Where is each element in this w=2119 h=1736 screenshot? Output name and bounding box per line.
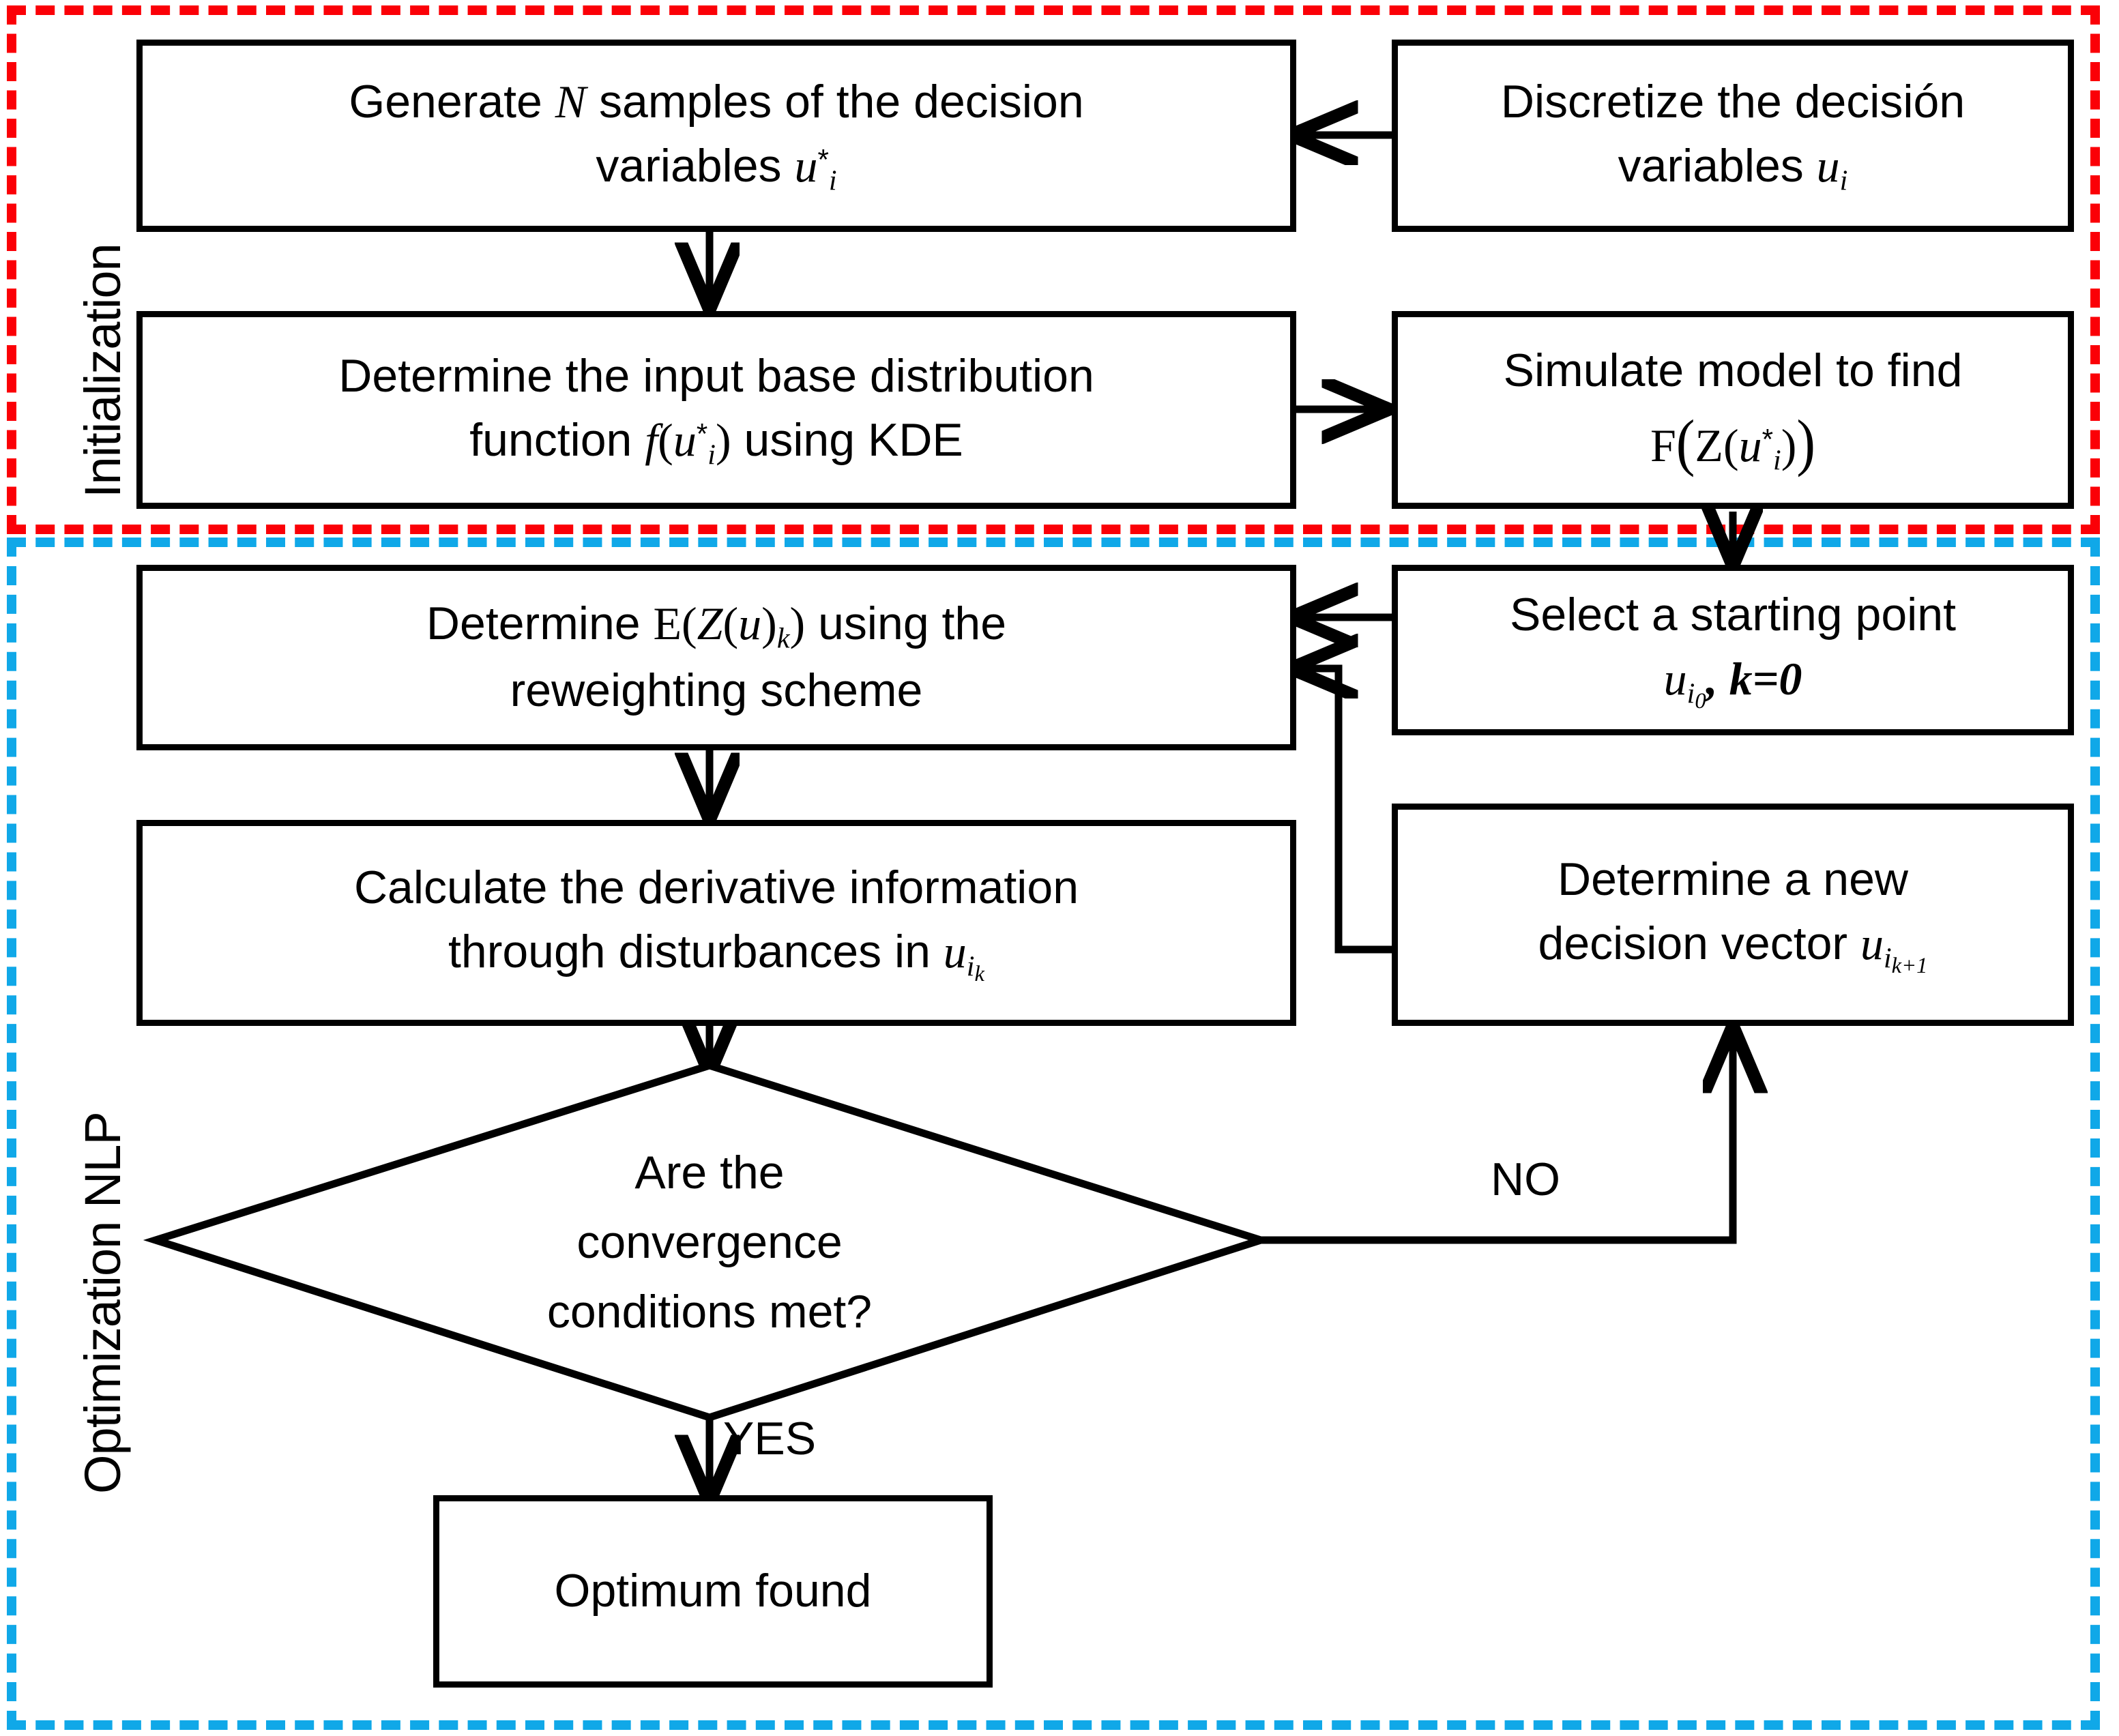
node-determine-expectation-text: Determine E(Z(u)k) using the reweighting…	[152, 592, 1281, 723]
derivative-line2-sub: i	[966, 950, 975, 983]
generate-line2-sub: i	[828, 164, 837, 197]
phase-frame-optimization-nlp	[7, 538, 2100, 1730]
node-determine-new-vector[interactable]: Determine a new decision vector uik+1	[1392, 804, 2074, 1026]
expectation-line1-u: u	[738, 598, 762, 650]
expectation-line2: reweighting scheme	[510, 664, 923, 716]
distribution-line1: Determine the input base distribution	[338, 350, 1094, 402]
newvector-line2-var: u	[1860, 917, 1884, 969]
node-generate-samples-text: Generate N samples of the decision varia…	[152, 70, 1281, 201]
generate-line2-a: variables	[596, 140, 795, 192]
distribution-line2-f: f	[645, 414, 658, 466]
node-calculate-derivative-text: Calculate the derivative information thr…	[152, 856, 1281, 990]
node-determine-expectation[interactable]: Determine E(Z(u)k) using the reweighting…	[136, 565, 1296, 750]
node-generate-samples[interactable]: Generate N samples of the decision varia…	[136, 40, 1296, 232]
node-optimum-found-text: Optimum found	[554, 1565, 872, 1617]
discretize-line2-var: u	[1816, 140, 1840, 192]
distribution-line2-b: using KDE	[731, 414, 963, 466]
simulate-line2-sup: *	[1762, 422, 1774, 455]
node-discretize-variables-text: Discretize the decisión variables ui	[1407, 70, 2058, 201]
newvector-line2-subsub: k+1	[1891, 954, 1928, 979]
node-input-base-distribution-text: Determine the input base distribution fu…	[152, 344, 1281, 475]
node-calculate-derivative[interactable]: Calculate the derivative information thr…	[136, 820, 1296, 1026]
discretize-line2-sub: i	[1839, 164, 1848, 197]
decision-diamond-convergence	[143, 1061, 1274, 1422]
generate-line1-b: samples of the decision	[586, 76, 1084, 128]
node-simulate-model-text: Simulate model to find F(Z(u*i))	[1407, 339, 2058, 481]
derivative-line1: Calculate the derivative information	[353, 861, 1079, 913]
expectation-line1-sub: k	[776, 622, 790, 655]
start-line2-k: k=0	[1729, 652, 1802, 705]
node-determine-new-vector-text: Determine a new decision vector uik+1	[1407, 848, 2058, 982]
generate-line2-sup: *	[817, 143, 829, 176]
distribution-line2-close: )	[715, 414, 731, 466]
generate-line2-var: u	[794, 140, 818, 192]
edge-label-yes: YES	[723, 1413, 817, 1465]
start-line2-sub: i	[1686, 677, 1695, 710]
derivative-line2-a: through disturbances in	[448, 925, 944, 977]
expectation-line1-close: )	[789, 598, 806, 650]
generate-line1-n: N	[555, 76, 587, 128]
node-simulate-model[interactable]: Simulate model to find F(Z(u*i))	[1392, 311, 2074, 509]
start-line1: Select a starting point	[1510, 588, 1956, 641]
derivative-line2-var: u	[943, 925, 967, 977]
expectation-line1-b: using the	[805, 598, 1007, 650]
expectation-line1-close2: )	[761, 598, 777, 650]
start-line2-b: ,	[1706, 652, 1729, 705]
edge-decision-no-to-newvector	[1261, 1030, 1733, 1244]
start-line2-subsub: 0	[1695, 689, 1706, 714]
distribution-line2-open: (	[658, 414, 673, 466]
edge-newvector-to-expectation	[1295, 668, 1393, 954]
distribution-line2-a: function	[469, 414, 645, 466]
distribution-line2-sub: i	[707, 439, 716, 471]
expectation-line1-open: (	[682, 598, 697, 650]
simulate-line2-sub: i	[1773, 444, 1781, 477]
distribution-line2-var: u	[673, 414, 697, 466]
discretize-line2-a: variables	[1618, 140, 1817, 192]
phase-frame-initialization	[7, 5, 2100, 534]
simulate-line2-open: (	[1676, 407, 1695, 477]
node-select-starting-point-text: Select a starting point ui0, k=0	[1407, 583, 2058, 717]
node-discretize-variables[interactable]: Discretize the decisión variables ui	[1392, 40, 2074, 232]
simulate-line2-z: Z	[1695, 419, 1723, 471]
node-input-base-distribution[interactable]: Determine the input base distribution fu…	[136, 311, 1296, 509]
simulate-line2-var: u	[1738, 419, 1762, 471]
generate-line1-a: Generate	[349, 76, 555, 128]
node-select-starting-point[interactable]: Select a starting point ui0, k=0	[1392, 565, 2074, 735]
discretize-line1: Discretize the decisión	[1500, 76, 1965, 128]
simulate-line1: Simulate model to find	[1503, 344, 1963, 396]
derivative-line2-subsub: k	[974, 962, 984, 987]
simulate-line2-open2: (	[1723, 419, 1739, 471]
expectation-line1-open2: (	[722, 598, 739, 650]
newvector-line2-a: decision vector	[1538, 917, 1860, 969]
start-line2-var: u	[1663, 652, 1687, 705]
distribution-line2-sup: *	[696, 417, 708, 450]
newvector-line2-sub: i	[1883, 942, 1892, 975]
simulate-line2-close: )	[1796, 407, 1816, 477]
node-optimum-found[interactable]: Optimum found	[433, 1495, 993, 1688]
expectation-line1-z: Z	[697, 598, 723, 650]
newvector-line1: Determine a new	[1557, 853, 1909, 905]
simulate-line2-close2: )	[1781, 419, 1797, 471]
expectation-line1-e: E	[653, 598, 682, 650]
simulate-line2-f: F	[1650, 419, 1676, 471]
expectation-line1-a: Determine	[426, 598, 654, 650]
edge-label-no: NO	[1491, 1153, 1560, 1205]
